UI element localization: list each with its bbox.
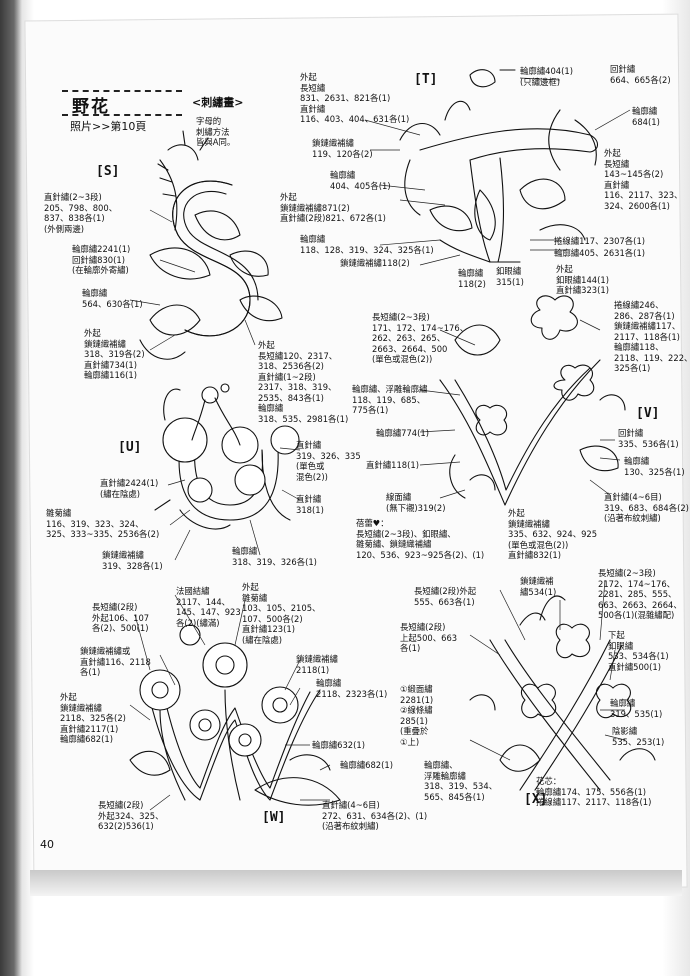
letter-s-illustration <box>139 130 283 360</box>
t-label-11: 輪廓繡 684(1) <box>632 106 660 127</box>
x-label-10: 花芯： 輪廓繡174、175、556各(1) 捲線繡117、2117、118各(… <box>536 776 652 807</box>
v-label-9: 回針繡 335、536各(1) <box>618 428 679 449</box>
x-label-8: 陰影繡 535、253(1) <box>612 726 665 747</box>
v-label-6: 蓓蕾♥： 長短繡(2~3段)、釦眼繡、 雛菊繡、鎖鏈織補繡 120、536、92… <box>356 518 485 560</box>
s-label-3: 輪廓繡 564、630各(1) <box>82 288 143 309</box>
x-label-6: ①緞面繡 2281(1) ②線條繡 285(1) (重疊於 ①上) <box>400 684 434 747</box>
w-label-2: 法國結繡 2117、144、 145、147、923 各(2)(繡滿) <box>176 586 241 628</box>
section-label: <刺繡畫> <box>192 96 244 109</box>
w-label-10: 長短繡(2段) 外起324、325、 632(2)536(1) <box>98 800 164 831</box>
section-x-heading: [X] <box>524 792 548 807</box>
v-label-4: 直針繡118(1) <box>366 460 419 470</box>
t-label-14: 輪廓繡405、2631各(1) <box>554 248 646 258</box>
page-fold <box>30 870 682 896</box>
section-t-heading: [T] <box>414 72 438 87</box>
header-rule-top <box>62 90 182 92</box>
v-label-5: 線面繡 (無下襯)319(2) <box>386 492 446 513</box>
section-v-heading: [V] <box>636 406 660 421</box>
w-label-8: 輪廓繡632(1) <box>312 740 365 750</box>
u-label-4: 直針繡 319、326、335 (單色或 混色(2)) <box>296 440 361 482</box>
t-label-3: 輪廓繡 404、405各(1) <box>330 170 391 191</box>
w-label-6: 輪廓繡 2118、2323各(1) <box>316 678 388 699</box>
letter-t-illustration <box>399 69 599 263</box>
v-label-11: 直針繡(4~6目) 319、683、684各(2) (沿著布紋刺繡) <box>604 492 689 523</box>
u-label-1: 直針繡2424(1) (繡在陰處) <box>100 478 159 499</box>
v-label-7: 外起 鎖鏈織補繡 335、632、924、925 (單色或混色(2)) 直針繡8… <box>508 508 598 560</box>
x-label-2: 鎖鏈織補 繡534(1) <box>520 576 557 597</box>
t-label-2: 鎖鏈織補繡 119、120各(2) <box>312 138 373 159</box>
letter-u-illustration <box>154 383 300 530</box>
t-label-6: 鎖鏈織補繡118(2) <box>340 258 410 268</box>
x-label-4: 長短繡(2段) 上起500、663 各(1) <box>400 622 458 653</box>
t-label-5: 輪廓繡 118、128、319、324、325各(1) <box>300 234 434 255</box>
u-label-3: 鎖鏈織補繡 319、328各(1) <box>102 550 163 571</box>
x-label-5: 下起 釦眼繡 533、534各(1) 直針繡500(1) <box>608 630 669 672</box>
w-label-4: 鎖鏈織補繡或 直針繡116、2118 各(1) <box>80 646 151 677</box>
section-u-heading: [U] <box>118 440 142 455</box>
w-label-11: 直針繡(4~6目) 272、631、634各(2)、(1) (沿著布紋刺繡) <box>322 800 428 831</box>
v-label-10: 輪廓繡 130、325各(1) <box>624 456 685 477</box>
t-label-7: 輪廓繡 118(2) <box>458 268 486 289</box>
s-label-4: 外起 鎖鏈織補繡 318、319各(2) 直針繡734(1) 輪廓繡116(1) <box>84 328 145 380</box>
leader-lines <box>129 77 631 811</box>
w-label-9: 輪廓繡682(1) <box>340 760 393 770</box>
w-label-7: 外起 鎖鏈織補繡 2118、325各(2) 直針繡2117(1) 輪廓繡682(… <box>60 692 126 744</box>
t-label-15: 外起 釦眼繡144(1) 直針繡323(1) <box>556 264 609 295</box>
s-label-1: 直針繡(2~3段) 205、798、800、 837、838各(1) (外側兩邊… <box>44 192 118 234</box>
letter-w-illustration <box>129 624 341 806</box>
t-label-12: 外起 長短繡 143~145各(2) 直針繡 116、2117、323、 324… <box>604 148 683 211</box>
u-label-5: 直針繡 318(1) <box>296 494 324 515</box>
u-label-6: 輪廓繡 318、319、326各(1) <box>232 546 317 567</box>
t-label-9: 輪廓繡404(1) (只繡邊框) <box>520 66 573 87</box>
v-label-3: 輪廓繡774(1) <box>376 428 429 438</box>
t-label-4: 外起 鎖鏈織補繡871(2) 直針繡(2段)821、672各(1) <box>280 192 386 223</box>
method-note: 字母的 刺繡方法 皆與A同。 <box>196 116 236 147</box>
x-label-3: 長短繡(2~3段) 2172、174~176、 2281、285、555、 66… <box>598 568 682 620</box>
x-label-9: 輪廓繡、 浮雕輪廓繡 318、319、534、 565、845各(1) <box>424 760 498 802</box>
x-label-1: 長短繡(2段)外起 555、663各(1) <box>414 586 477 607</box>
t-label-1: 外起 長短繡 831、2631、821各(1) 直針繡 116、403、404、… <box>300 72 410 124</box>
section-w-heading: [W] <box>262 810 286 825</box>
v-label-8: 捲線繡246、 286、287各(1) 鎖鏈織補繡117、 2117、118各(… <box>614 300 690 373</box>
w-label-3: 外起 雛菊繡 103、105、2105、 107、500各(2) 直針繡123(… <box>242 582 321 645</box>
section-s-heading: [S] <box>96 164 120 179</box>
v-label-2: 輪廓繡、浮雕輪廓繡 118、119、685、 775各(1) <box>352 384 428 415</box>
w-label-1: 長短繡(2段) 外起106、107 各(2)、500(1) <box>92 602 150 633</box>
w-label-5: 鎖鏈織補繡 2118(1) <box>296 654 338 675</box>
photo-reference: 照片>>第10頁 <box>70 120 147 133</box>
letter-x-illustration <box>469 595 656 791</box>
letter-v-illustration <box>439 295 626 506</box>
header-rule-bottom <box>62 114 182 116</box>
v-label-1: 長短繡(2~3段) 171、172、174~176、 262、263、265、 … <box>372 312 469 364</box>
s-label-2: 輪廓繡2241(1) 回針繡830(1) (在輪廓外寄繡) <box>72 244 131 275</box>
page-number: 40 <box>40 838 54 851</box>
s-label-5: 外起 長短繡120、2317、 318、2536各(2) 直針繡(1~2段) 2… <box>258 340 349 424</box>
page-title: 野花 <box>72 97 110 117</box>
t-label-8: 釦眼繡 315(1) <box>496 266 524 287</box>
x-label-7: 輪廓繡 319、535(1) <box>610 698 663 719</box>
t-label-10: 回針繡 664、665各(2) <box>610 64 671 85</box>
u-label-2: 雛菊繡 116、319、323、324、 325、333~335、2536各(2… <box>46 508 160 539</box>
t-label-13: 捲線繡117、2307各(1) <box>554 236 646 246</box>
